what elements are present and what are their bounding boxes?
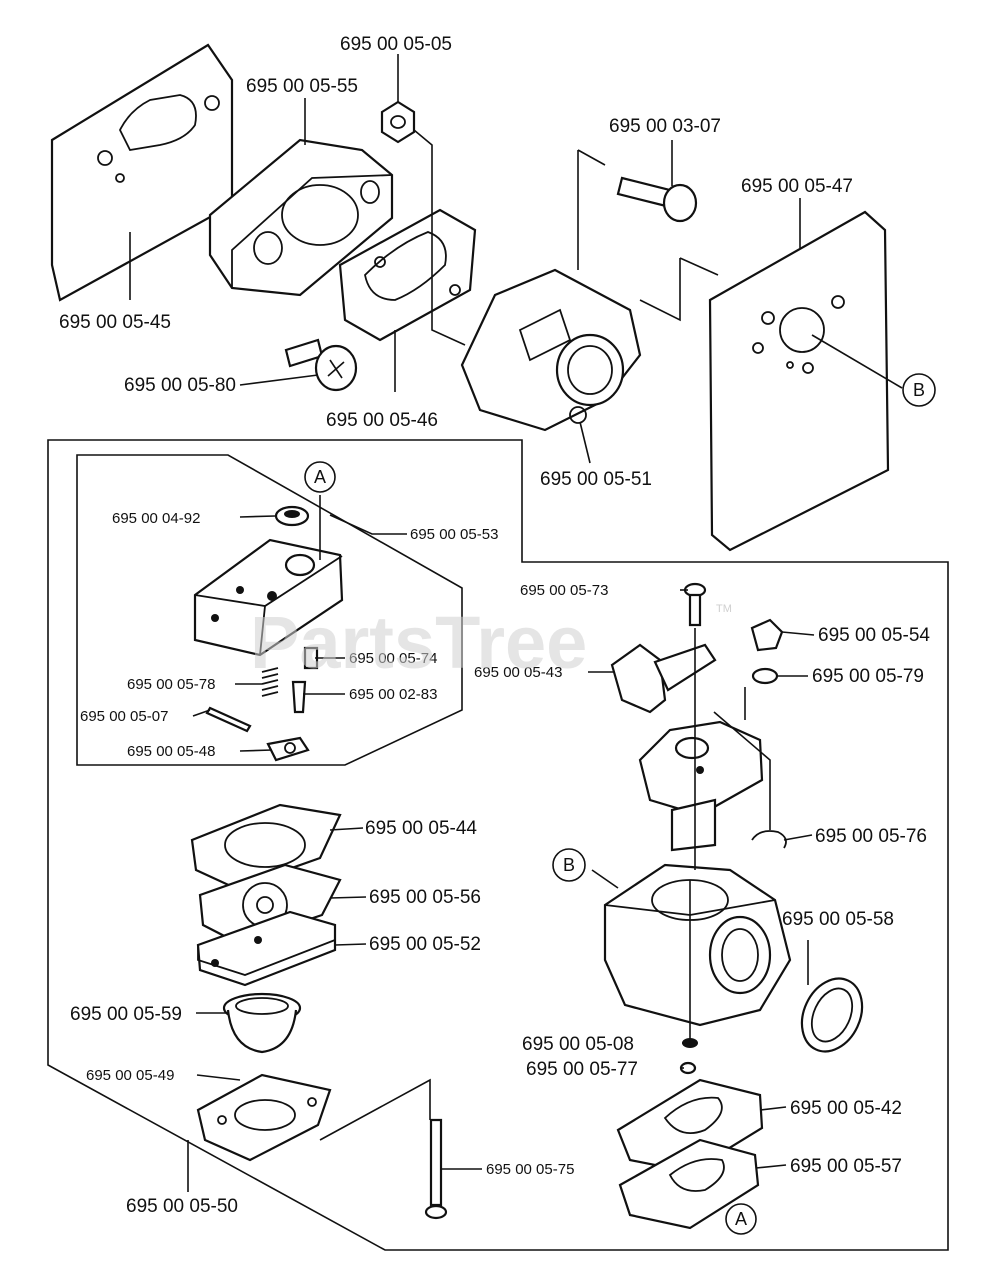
partstree-watermark: PartsTree TM [250, 601, 732, 684]
svg-text:B: B [913, 380, 925, 400]
screw-695-00-05-75[interactable] [424, 1118, 448, 1220]
label-05-57: 695 00 05-57 [790, 1156, 902, 1177]
svg-text:PartsTree: PartsTree [250, 601, 587, 684]
plate-695-00-05-57[interactable] [618, 1138, 760, 1230]
svg-text:B: B [563, 855, 575, 875]
carburetor-body[interactable] [603, 863, 792, 1027]
label-05-50: 695 00 05-50 [126, 1196, 238, 1217]
callout-b-right: B [902, 373, 936, 407]
primer-bulb-695-00-05-59[interactable] [222, 992, 302, 1054]
label-05-77: 695 00 05-77 [526, 1059, 638, 1080]
washer-695-00-05-79[interactable] [751, 667, 779, 685]
adapter-695-00-05-51[interactable] [460, 268, 642, 432]
gasket-695-00-05-47[interactable] [708, 210, 890, 552]
spring-695-00-05-78[interactable] [261, 667, 279, 697]
label-05-54: 695 00 05-54 [818, 625, 930, 646]
label-05-56: 695 00 05-56 [369, 887, 481, 908]
label-05-73: 695 00 05-73 [520, 582, 608, 599]
pump-cover-subkit-boundary [76, 454, 463, 766]
callout-b-left: B [552, 848, 586, 882]
nut-695-00-05-05[interactable] [380, 100, 416, 144]
label-05-52: 695 00 05-52 [369, 934, 481, 955]
label-04-92: 695 00 04-92 [112, 510, 200, 527]
label-05-78: 695 00 05-78 [127, 676, 215, 693]
carburetor-assembly-boundary [47, 439, 949, 1251]
label-02-83: 695 00 02-83 [349, 686, 437, 703]
needle-695-00-02-83[interactable] [291, 680, 307, 714]
gasket-695-00-05-44[interactable] [190, 803, 342, 890]
label-05-55: 695 00 05-55 [246, 76, 358, 97]
screw-695-00-05-80[interactable] [284, 338, 358, 392]
label-05-48: 695 00 05-48 [127, 743, 215, 760]
label-05-44: 695 00 05-44 [365, 818, 477, 839]
label-05-53: 695 00 05-53 [410, 526, 498, 543]
svg-text:A: A [735, 1209, 747, 1229]
label-05-08: 695 00 05-08 [522, 1034, 634, 1055]
label-05-58: 695 00 05-58 [782, 909, 894, 930]
screw-695-00-05-73[interactable] [683, 582, 707, 627]
svg-text:A: A [314, 467, 326, 487]
callout-a-top: A [304, 461, 336, 493]
gasket-695-00-05-45[interactable] [50, 43, 234, 302]
insulator-695-00-05-55[interactable] [208, 138, 394, 297]
leader-lines [129, 54, 903, 1192]
lever-695-00-05-48[interactable] [266, 736, 310, 762]
throttle-valve-assembly[interactable] [638, 720, 764, 852]
label-05-47: 695 00 05-47 [741, 176, 853, 197]
label-05-45: 695 00 05-45 [59, 312, 171, 333]
throttle-lever-695-00-05-43[interactable] [610, 643, 717, 714]
label-05-51: 695 00 05-51 [540, 469, 652, 490]
filter-ring-695-00-05-58[interactable] [791, 969, 874, 1062]
label-05-59: 695 00 05-59 [70, 1004, 182, 1025]
screw-695-00-05-54[interactable] [750, 618, 784, 652]
pin-695-00-05-07[interactable] [205, 706, 252, 733]
part-labels: 695 00 05-05 695 00 05-55 695 00 03-07 6… [59, 34, 930, 1217]
screw-695-00-03-07[interactable] [616, 176, 698, 223]
callout-a-bottom: A [725, 1203, 757, 1235]
screw-695-00-05-74[interactable] [303, 646, 319, 670]
cap-695-00-04-92[interactable] [274, 505, 310, 527]
pump-body-695-00-05-52[interactable] [196, 910, 337, 987]
label-03-07: 695 00 03-07 [609, 116, 721, 137]
label-05-05: 695 00 05-05 [340, 34, 452, 55]
label-05-43: 695 00 05-43 [474, 664, 562, 681]
primer-cover-695-00-05-49[interactable] [196, 1073, 332, 1162]
clip-695-00-05-76[interactable] [751, 830, 787, 849]
gasket-695-00-05-46[interactable] [338, 208, 477, 342]
pump-cover-assembly[interactable] [193, 538, 344, 657]
label-05-79: 695 00 05-79 [812, 666, 924, 687]
label-05-46: 695 00 05-46 [326, 410, 438, 431]
label-05-76: 695 00 05-76 [815, 826, 927, 847]
label-05-49: 695 00 05-49 [86, 1067, 174, 1084]
label-05-75: 695 00 05-75 [486, 1161, 574, 1178]
label-05-80: 695 00 05-80 [124, 375, 236, 396]
label-05-74: 695 00 05-74 [349, 650, 437, 667]
label-05-42: 695 00 05-42 [790, 1098, 902, 1119]
svg-text:TM: TM [716, 603, 732, 615]
label-05-07: 695 00 05-07 [80, 708, 168, 725]
